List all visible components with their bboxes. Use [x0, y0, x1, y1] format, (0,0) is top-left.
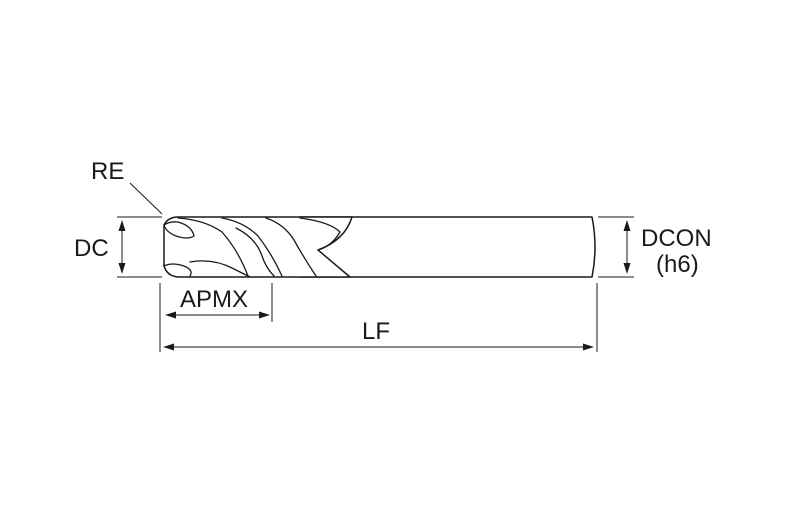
apmx-label: APMX — [180, 286, 248, 313]
dcon-dimension: DCON (h6) — [598, 216, 712, 278]
lf-arrow-left — [163, 343, 174, 351]
lf-arrow-right — [583, 343, 594, 351]
dcon-arrow-bottom — [623, 263, 631, 274]
dc-arrow-top — [118, 220, 126, 231]
re-label: RE — [91, 158, 124, 185]
helix-flutes — [177, 217, 341, 278]
apmx-arrow-right — [259, 311, 270, 319]
dc-dimension: DC — [74, 216, 162, 278]
dcon-arrow-top — [623, 220, 631, 231]
shank-outline — [299, 216, 596, 278]
dcon-tolerance-label: (h6) — [656, 251, 699, 278]
end-mill-tool — [163, 216, 596, 278]
lf-dimension: LF — [159, 283, 598, 352]
dc-label: DC — [74, 235, 109, 262]
dcon-label: DCON — [641, 225, 712, 252]
re-callout: RE — [91, 158, 163, 215]
re-leader-line — [129, 182, 163, 215]
lf-label: LF — [362, 318, 390, 345]
dc-arrow-bottom — [118, 263, 126, 274]
apmx-dimension: APMX — [165, 283, 273, 322]
apmx-arrow-left — [165, 311, 176, 319]
tool-tip — [163, 221, 195, 277]
